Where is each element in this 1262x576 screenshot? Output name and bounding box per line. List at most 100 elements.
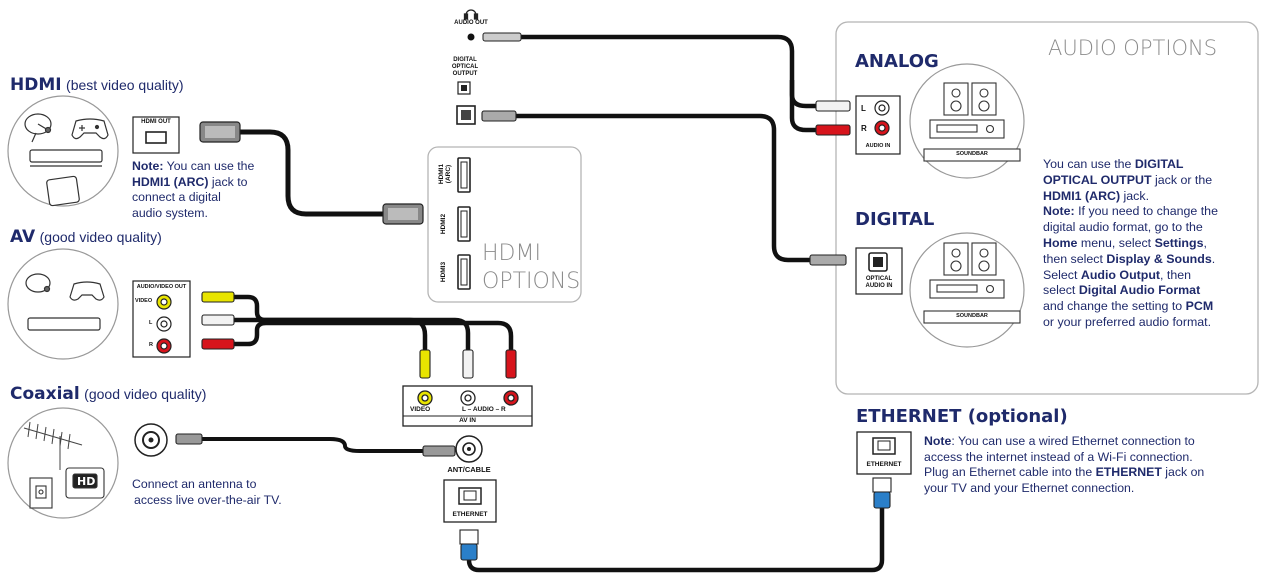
- ao-note-l8c: , then: [1160, 267, 1192, 282]
- audio-options-panel: [835, 21, 1259, 395]
- optical-cable: [515, 113, 812, 263]
- rca-plugs-tv: [419, 349, 517, 379]
- ao-note-l10b: PCM: [1185, 299, 1214, 314]
- av-set-top-box-icon: [27, 317, 101, 331]
- ao-note-l6d: ,: [1203, 235, 1207, 250]
- hdmi-options-line2: OPTIONS: [482, 269, 581, 294]
- av-heading-row: AV (good video quality): [10, 227, 162, 247]
- coax-note: Connect an antenna to access live over-t…: [132, 477, 302, 508]
- optical-in-line1: OPTICAL: [865, 276, 893, 282]
- digital-soundbar-label: SOUNDBAR: [956, 313, 988, 319]
- ao-note-l1a: You can use the: [1043, 157, 1135, 171]
- av-in-jacks: [417, 390, 519, 406]
- hdmi1-label: HDMI1 (ARC): [438, 154, 452, 194]
- hdmi-note-line3: connect a digital: [132, 190, 221, 205]
- hdmi-cable: [235, 129, 388, 217]
- optical-output-line3: OUTPUT: [452, 71, 478, 77]
- av-satellite-dish-icon: [25, 273, 51, 293]
- hdmi1-text: HDMI1: [438, 163, 445, 185]
- ethernet-heading: ETHERNET (optional): [856, 406, 1068, 427]
- audio-options-note: You can use the DIGITAL OPTICAL OUTPUT j…: [1043, 157, 1258, 331]
- ao-note-l3a: HDMI1 (ARC): [1043, 188, 1121, 203]
- hdmi-note-label: Note:: [132, 159, 164, 173]
- optical-audio-in-label: OPTICAL AUDIO IN: [856, 276, 902, 290]
- optical-plugs: [481, 110, 847, 266]
- hdmi-out-socket-icon: [145, 131, 167, 144]
- ao-note-l7a: then select: [1043, 251, 1107, 266]
- ao-note-l7b: Display & Sounds: [1106, 251, 1212, 266]
- antenna-icon: [23, 421, 83, 470]
- analog-soundbar-circle: [909, 63, 1025, 179]
- ao-note-l11: or your preferred audio format.: [1043, 314, 1212, 329]
- audio-out-plug: [482, 32, 522, 42]
- ant-cable-label: ANT/CABLE: [447, 465, 491, 474]
- tv-ethernet-label: ETHERNET: [452, 511, 488, 518]
- ethernet-plug-wall: [872, 477, 892, 509]
- ethernet-wall-label: ETHERNET: [866, 461, 902, 468]
- ao-note-l3b: jack.: [1120, 188, 1150, 203]
- av-in-label: AV IN: [459, 417, 476, 424]
- optical-in-line2: AUDIO IN: [865, 283, 893, 289]
- av-in-r-text: R: [501, 406, 506, 413]
- hdmi-heading-row: HDMI (best video quality): [10, 75, 184, 95]
- analog-speaker-system-icon: [923, 82, 1021, 162]
- audio-options-title: AUDIO OPTIONS: [1048, 36, 1218, 60]
- ao-note-l5: digital audio format, go to the: [1043, 220, 1203, 235]
- ao-note-l2b: jack or the: [1151, 172, 1213, 187]
- ao-note-l10a: and change the setting to: [1043, 299, 1186, 314]
- ethernet-note: Note: You can use a wired Ethernet conne…: [924, 434, 1254, 496]
- coax-connectors: [175, 433, 456, 457]
- audio-out-jack: [467, 33, 475, 41]
- hdmi-note-line4: audio system.: [132, 205, 208, 220]
- hdmi2-label: HDMI2: [440, 213, 447, 235]
- ao-note-l7c: .: [1211, 251, 1216, 266]
- analog-audio-cable-r: [789, 80, 820, 133]
- ao-note-l6a: Home: [1043, 235, 1078, 250]
- hdmi3-label: HDMI3: [440, 261, 447, 283]
- digital-heading: DIGITAL: [855, 209, 935, 230]
- av-out-label: AUDIO/VIDEO OUT: [136, 284, 187, 290]
- optical-output-line1: DIGITAL: [453, 57, 477, 63]
- coax-heading: Coaxial: [10, 384, 80, 404]
- hdmi-note-arc: HDMI1 (ARC): [132, 174, 209, 189]
- coax-note-line2: access live over-the-air TV.: [134, 492, 282, 507]
- ao-note-l8b: Audio Output: [1080, 267, 1161, 282]
- set-top-box-icon: [29, 149, 103, 167]
- ethernet-plug-tv: [459, 529, 479, 561]
- hdmi-plug-right: [382, 203, 424, 225]
- analog-audio-in-label: AUDIO IN: [865, 143, 891, 149]
- hdmi-note-line1: You can use the: [163, 159, 255, 173]
- hdmi1-arc-text: (ARC): [445, 164, 452, 184]
- analog-r-label: R: [861, 124, 867, 133]
- hdmi-heading: HDMI: [10, 75, 62, 95]
- optical-output-label: DIGITAL OPTICAL OUTPUT: [440, 57, 490, 78]
- satellite-dish-icon: [24, 113, 52, 143]
- hdmi-plug-left: [199, 121, 241, 143]
- ao-note-l6c: Settings: [1154, 235, 1204, 250]
- rca-right-cable: [232, 320, 514, 352]
- ao-note-l2a: OPTICAL OUTPUT: [1043, 172, 1152, 187]
- tv-hdmi-ports: [457, 157, 471, 290]
- analog-l-label: L: [861, 104, 866, 113]
- audio-out-label: AUDIO OUT: [454, 20, 488, 26]
- ethernet-note-l3a: Plug an Ethernet cable into the: [924, 465, 1096, 480]
- hdmi-options-line1: HDMI: [482, 241, 541, 266]
- ao-note-l4b: If you need to change the: [1074, 204, 1218, 219]
- analog-soundbar-label: SOUNDBAR: [956, 151, 988, 157]
- hd-badge: HD: [77, 475, 96, 488]
- ao-note-l6b: menu, select: [1077, 235, 1155, 250]
- ao-note-l9b: Digital Audio Format: [1078, 283, 1201, 298]
- av-in-l-text: L: [462, 406, 466, 413]
- ethernet-note-l3c: jack on: [1161, 465, 1205, 480]
- ao-note-l8a: Select: [1043, 267, 1081, 282]
- ao-note-l4a: Note:: [1043, 204, 1075, 219]
- hdmi-devices-circle: [7, 95, 119, 207]
- game-controller-icon: [71, 118, 109, 140]
- digital-soundbar-circle: [909, 232, 1025, 348]
- av-out-r-label: R: [149, 342, 153, 348]
- hdmi-options-title: HDMI OPTIONS: [482, 240, 580, 296]
- ethernet-note-l4: your TV and your Ethernet connection.: [924, 480, 1135, 495]
- analog-heading: ANALOG: [855, 51, 939, 72]
- coax-cable: [200, 437, 425, 453]
